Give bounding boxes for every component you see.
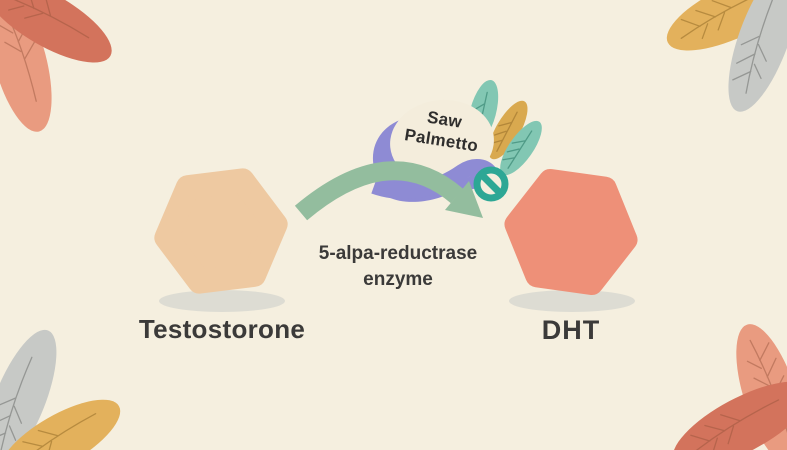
testosterone-hexagon bbox=[154, 168, 288, 294]
leaf-bottom-left-gray bbox=[0, 329, 57, 450]
conversion-arrow bbox=[294, 161, 483, 221]
leaf-top-right-gray bbox=[728, 0, 787, 112]
enzyme-caption-line2: enzyme bbox=[363, 269, 433, 290]
dht-label: DHT bbox=[541, 315, 601, 345]
testosterone-label: Testostorone bbox=[138, 314, 306, 344]
leaf-top-left-terracotta bbox=[0, 0, 112, 63]
badge-leaf-teal-right bbox=[500, 120, 542, 176]
badge-leaf-mustard bbox=[488, 100, 528, 160]
enzyme-caption-line1: 5-alpa-reductrase bbox=[318, 243, 478, 264]
enzyme-caption: 5-alpa-reductrase enzyme bbox=[298, 241, 498, 293]
testosterone-shadow bbox=[159, 290, 285, 312]
arrowhead-icon bbox=[445, 181, 483, 218]
prohibition-icon bbox=[473, 166, 509, 202]
dht-hexagon bbox=[504, 169, 638, 295]
leaf-bottom-right-terracotta bbox=[672, 381, 787, 450]
dht-shadow bbox=[509, 290, 635, 312]
leaf-top-right-mustard bbox=[666, 0, 787, 51]
leaf-bottom-left-mustard bbox=[0, 399, 121, 450]
